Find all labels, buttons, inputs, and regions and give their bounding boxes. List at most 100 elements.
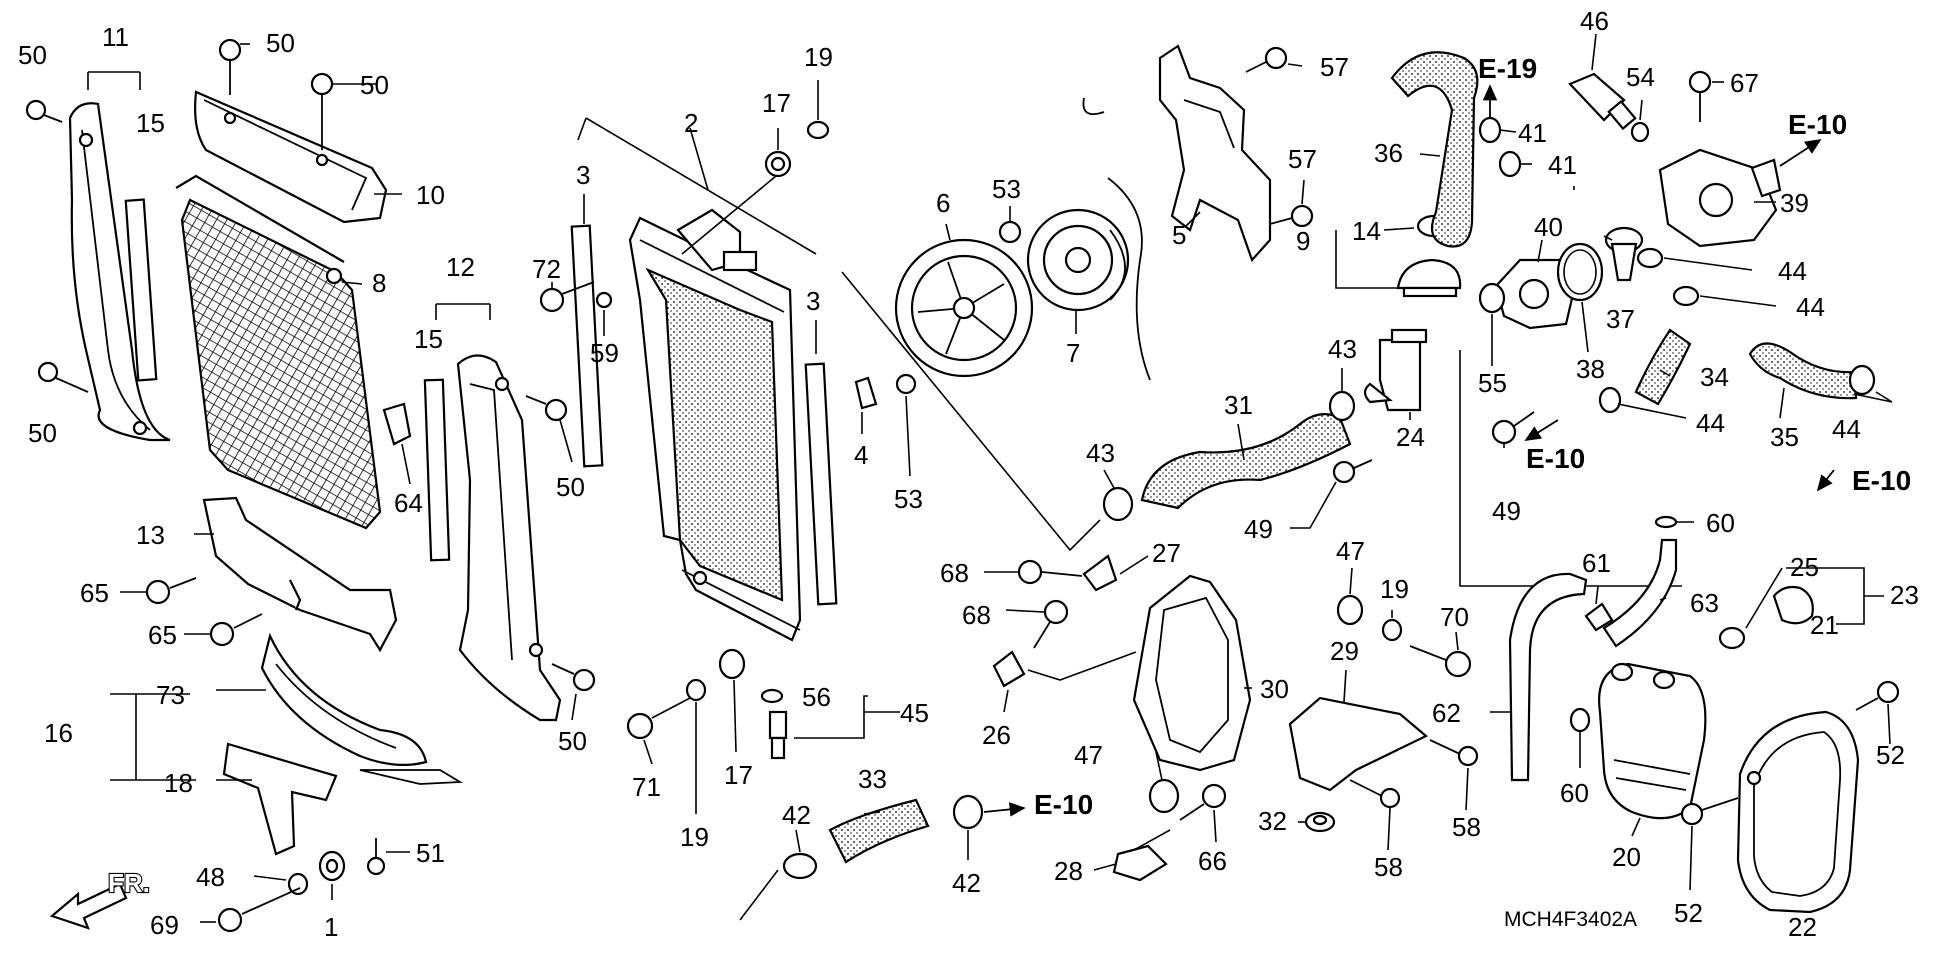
- bracket-13[interactable]: [202, 496, 398, 653]
- bolt-69[interactable]: [217, 887, 301, 933]
- callout-30: 30: [1260, 674, 1289, 704]
- clamp-41-a[interactable]: [1478, 116, 1502, 144]
- grommet-17-low[interactable]: [718, 648, 746, 680]
- thermostat-housing-39[interactable]: [1658, 148, 1782, 248]
- clamp-44-a[interactable]: [1636, 247, 1664, 269]
- reservoir-tank-20[interactable]: [1598, 662, 1707, 820]
- bolt-57-b[interactable]: [1269, 204, 1314, 228]
- bolt-57-a[interactable]: [1245, 46, 1288, 73]
- bolt-71[interactable]: [626, 697, 691, 740]
- grommet-47-b[interactable]: [1148, 778, 1180, 814]
- clamp-42-b[interactable]: [952, 794, 984, 830]
- temp-sensor-46[interactable]: [1568, 72, 1637, 131]
- hose-31[interactable]: [1140, 413, 1352, 510]
- bolt-49-b[interactable]: [1491, 411, 1535, 445]
- bolt-67[interactable]: [1688, 70, 1712, 122]
- bolt-50-top-b[interactable]: [310, 72, 334, 150]
- fan-6[interactable]: [894, 238, 1034, 378]
- radiator-grille-8[interactable]: [180, 198, 382, 530]
- bolt-65-a[interactable]: [145, 577, 197, 605]
- inner-shroud-11[interactable]: [68, 102, 171, 442]
- bolt-50-lower-left[interactable]: [37, 361, 89, 393]
- hose-63[interactable]: [1602, 538, 1678, 648]
- washer-54[interactable]: [1630, 121, 1650, 143]
- grommet-47-a[interactable]: [1336, 594, 1364, 626]
- clamp-44-b[interactable]: [1672, 285, 1700, 307]
- upper-cover-10[interactable]: [194, 90, 388, 224]
- cover-22[interactable]: [1736, 710, 1860, 914]
- washer-25[interactable]: [1718, 626, 1746, 650]
- o-ring-38[interactable]: [1556, 242, 1604, 302]
- bolt-52-b[interactable]: [1680, 797, 1739, 826]
- washer-56[interactable]: [760, 688, 784, 704]
- clamp-43-b[interactable]: [1328, 390, 1356, 422]
- clip-60-a[interactable]: [1654, 515, 1678, 529]
- bolt-65-b[interactable]: [209, 613, 263, 647]
- hose-62[interactable]: [1508, 572, 1588, 782]
- bolt-66[interactable]: [1179, 783, 1227, 821]
- washer-19-low[interactable]: [685, 678, 707, 702]
- bolt-58-a[interactable]: [1429, 739, 1479, 767]
- bracket-27[interactable]: [1082, 554, 1118, 592]
- seal-strip-3a[interactable]: [570, 224, 604, 468]
- clamp-43-a[interactable]: [1102, 486, 1134, 522]
- washer-19-c[interactable]: [1381, 618, 1403, 642]
- clamp-44-d[interactable]: [1848, 364, 1876, 396]
- grommet-4[interactable]: [854, 376, 878, 410]
- collar-48[interactable]: [287, 872, 309, 896]
- hose-35[interactable]: [1748, 342, 1858, 400]
- clip-64[interactable]: [382, 402, 412, 446]
- fan-motor-7[interactable]: [1026, 208, 1130, 312]
- fan-bracket-5[interactable]: [1158, 44, 1272, 263]
- clip-26[interactable]: [992, 650, 1026, 688]
- clip-61[interactable]: [1584, 602, 1614, 632]
- clamp-44-c[interactable]: [1598, 386, 1622, 414]
- radiator-cap-9[interactable]: [1396, 258, 1462, 298]
- bolt-50-shroud[interactable]: [525, 395, 568, 422]
- bolt-68-a[interactable]: [1017, 559, 1083, 585]
- clip-60-b[interactable]: [1569, 707, 1591, 733]
- bolt-50-top-a[interactable]: [218, 38, 242, 95]
- seal-strip-3b[interactable]: [804, 362, 838, 606]
- bolt-50-top-left[interactable]: [25, 99, 63, 123]
- bolt-68-b[interactable]: [1033, 599, 1069, 649]
- clamp-42-a[interactable]: [782, 852, 818, 880]
- thermo-switch-45[interactable]: [768, 710, 788, 760]
- thermostat-37[interactable]: [1604, 226, 1644, 282]
- callout-24: 24: [1396, 422, 1425, 452]
- seal-strip-15b[interactable]: [423, 378, 451, 562]
- washer-59[interactable]: [595, 291, 613, 309]
- cap-21[interactable]: [1772, 585, 1814, 625]
- grommet-1[interactable]: [318, 850, 346, 882]
- bolt-70[interactable]: [1409, 645, 1472, 678]
- bolt-49-a[interactable]: [1332, 459, 1373, 484]
- hose-34[interactable]: [1634, 328, 1692, 406]
- callout-41: 41: [1518, 118, 1547, 148]
- bolt-51[interactable]: [366, 838, 386, 876]
- air-guide-30[interactable]: [1132, 574, 1252, 772]
- drain-bolt-17-top[interactable]: [764, 150, 792, 178]
- nut-53-a[interactable]: [895, 373, 917, 395]
- bolt-52-a[interactable]: [1855, 680, 1900, 711]
- housing-40[interactable]: [1494, 258, 1576, 330]
- seal-strip-15a[interactable]: [124, 198, 158, 382]
- clamp-41-b[interactable]: [1498, 150, 1522, 178]
- bracket-28[interactable]: [1112, 844, 1168, 882]
- bolt-58-b[interactable]: [1349, 779, 1401, 809]
- filler-neck-24[interactable]: [1363, 328, 1428, 412]
- bracket-29[interactable]: [1288, 696, 1429, 792]
- washer-19-top[interactable]: [806, 120, 830, 140]
- center-hose-group: [992, 214, 1479, 882]
- outer-shroud-12[interactable]: [456, 354, 562, 722]
- hose-33[interactable]: [828, 798, 930, 864]
- callout-33: 33: [858, 764, 887, 794]
- bolt-50-shroud-lower[interactable]: [551, 663, 596, 692]
- plate-18[interactable]: [222, 742, 338, 856]
- lower-cover-73[interactable]: [260, 632, 428, 766]
- o-ring-55[interactable]: [1478, 282, 1506, 314]
- nut-53-b[interactable]: [998, 220, 1022, 244]
- bolt-72[interactable]: [539, 281, 595, 313]
- collar-32[interactable]: [1304, 811, 1336, 833]
- hose-36[interactable]: [1390, 51, 1479, 248]
- callout-26: 26: [982, 720, 1011, 750]
